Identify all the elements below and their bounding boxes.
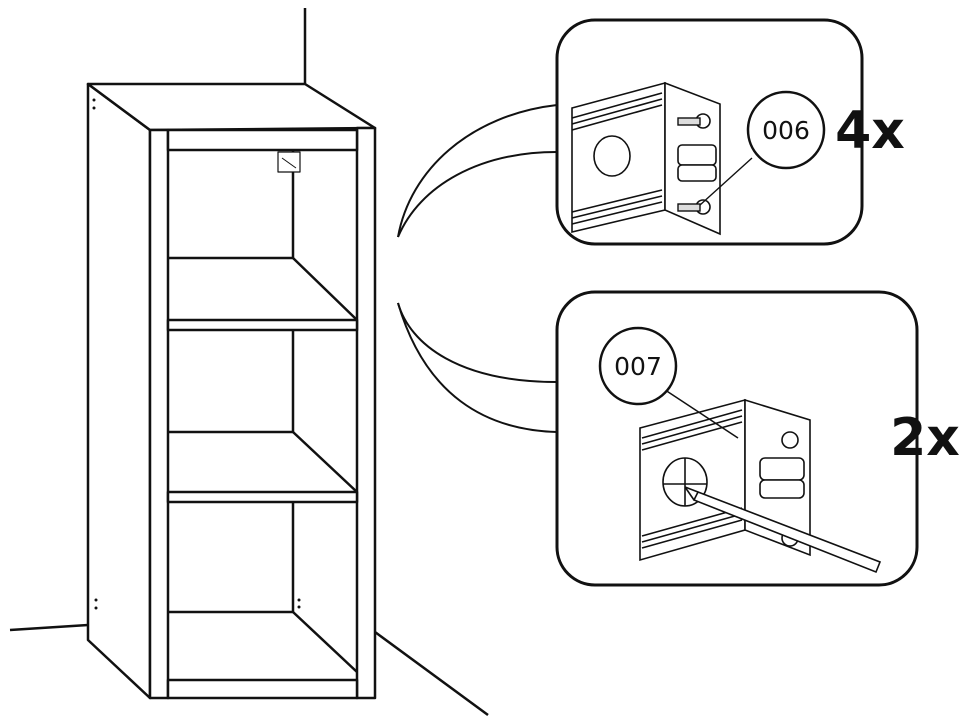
bookcase-front-left-edge [148, 128, 170, 700]
quantity-label-2x: 2x [890, 408, 960, 468]
bookcase-bottom-rail [166, 678, 359, 700]
bookcase-side-panel [86, 82, 152, 700]
part-label-007: 007 [614, 352, 662, 381]
quantity-label-4x: 4x [835, 101, 905, 161]
detail-panel-bottom: 007 2x [555, 290, 960, 587]
bookcase-top-rail [166, 128, 359, 152]
pencil-icon [684, 486, 882, 574]
mounted-bracket [277, 151, 301, 173]
part-label-circle-006 [746, 90, 826, 170]
detail-panel-top: 006 4x [555, 18, 905, 246]
part-label-circle-007 [598, 326, 678, 406]
bookcase [86, 82, 377, 700]
side-holes [92, 98, 301, 610]
room-lines [9, 8, 489, 717]
screw-icons [677, 117, 753, 212]
part-label-006: 006 [762, 116, 810, 145]
connector-lines [397, 104, 558, 433]
shelf-2 [166, 490, 359, 504]
shelf-1 [166, 318, 359, 332]
bookcase-front-right-edge [355, 126, 377, 700]
